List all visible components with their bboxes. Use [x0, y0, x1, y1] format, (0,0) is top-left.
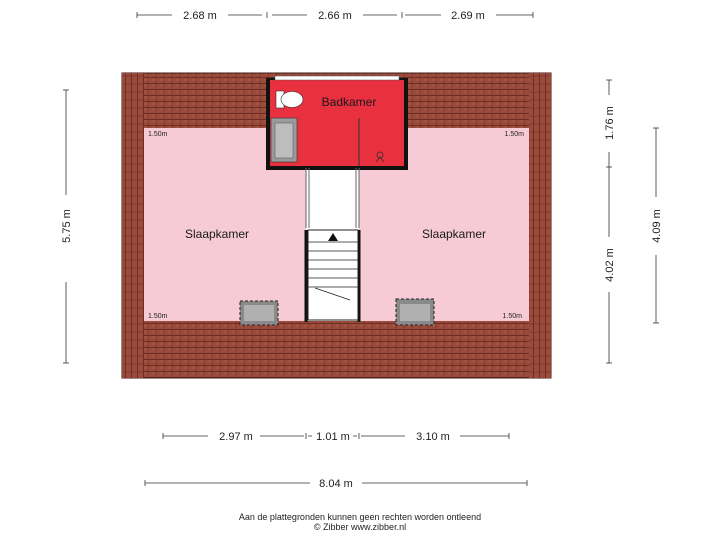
- dimension-bottom-2: 1.01 m: [316, 431, 350, 443]
- dimension-line-right-outer: [653, 127, 659, 324]
- room-label-bedroom-left: Slaapkamer: [185, 227, 249, 241]
- dimension-bottom-3: 3.10 m: [416, 431, 450, 443]
- dimension-line-bottom-row: [162, 433, 510, 439]
- door-frames: [305, 168, 360, 228]
- toilet-icon: [275, 90, 304, 109]
- dimension-top-2: 2.66 m: [318, 10, 352, 22]
- dimension-bottom-1: 2.97 m: [219, 431, 253, 443]
- tap-icon: [375, 151, 385, 163]
- dimension-line-left: [63, 89, 69, 364]
- dimension-right-lower: 4.02 m: [604, 248, 616, 282]
- room-label-bathroom: Badkamer: [322, 95, 377, 109]
- dimension-top-1: 2.68 m: [183, 10, 217, 22]
- height-marker-bottom-right: 1.50m: [503, 313, 523, 320]
- skylight-left: [239, 300, 279, 326]
- staircase: [307, 229, 359, 321]
- dimension-line-bottom-total: [144, 480, 528, 486]
- room-label-bedroom-right: Slaapkamer: [422, 227, 486, 241]
- dimension-right-outer: 4.09 m: [651, 209, 663, 243]
- dimension-bottom-total: 8.04 m: [319, 478, 353, 490]
- stair-arrow-icon: [328, 233, 338, 241]
- dimension-top-3: 2.69 m: [451, 10, 485, 22]
- disclaimer-text: Aan de plattegronden kunnen geen rechten…: [238, 512, 482, 522]
- dimension-right-upper: 1.76 m: [604, 106, 616, 140]
- height-marker-top-left: 1.50m: [148, 131, 168, 138]
- copyright-text: © Zibber www.zibber.nl: [313, 522, 407, 532]
- walls: [304, 230, 361, 322]
- dimension-left: 5.75 m: [61, 209, 73, 243]
- height-marker-bottom-left: 1.50m: [148, 313, 168, 320]
- dimension-line-right-inner: [606, 79, 612, 364]
- dimension-line-top: [136, 12, 534, 18]
- height-marker-top-right: 1.50m: [505, 131, 525, 138]
- shower-icon: [270, 117, 298, 163]
- skylight-right: [395, 298, 435, 326]
